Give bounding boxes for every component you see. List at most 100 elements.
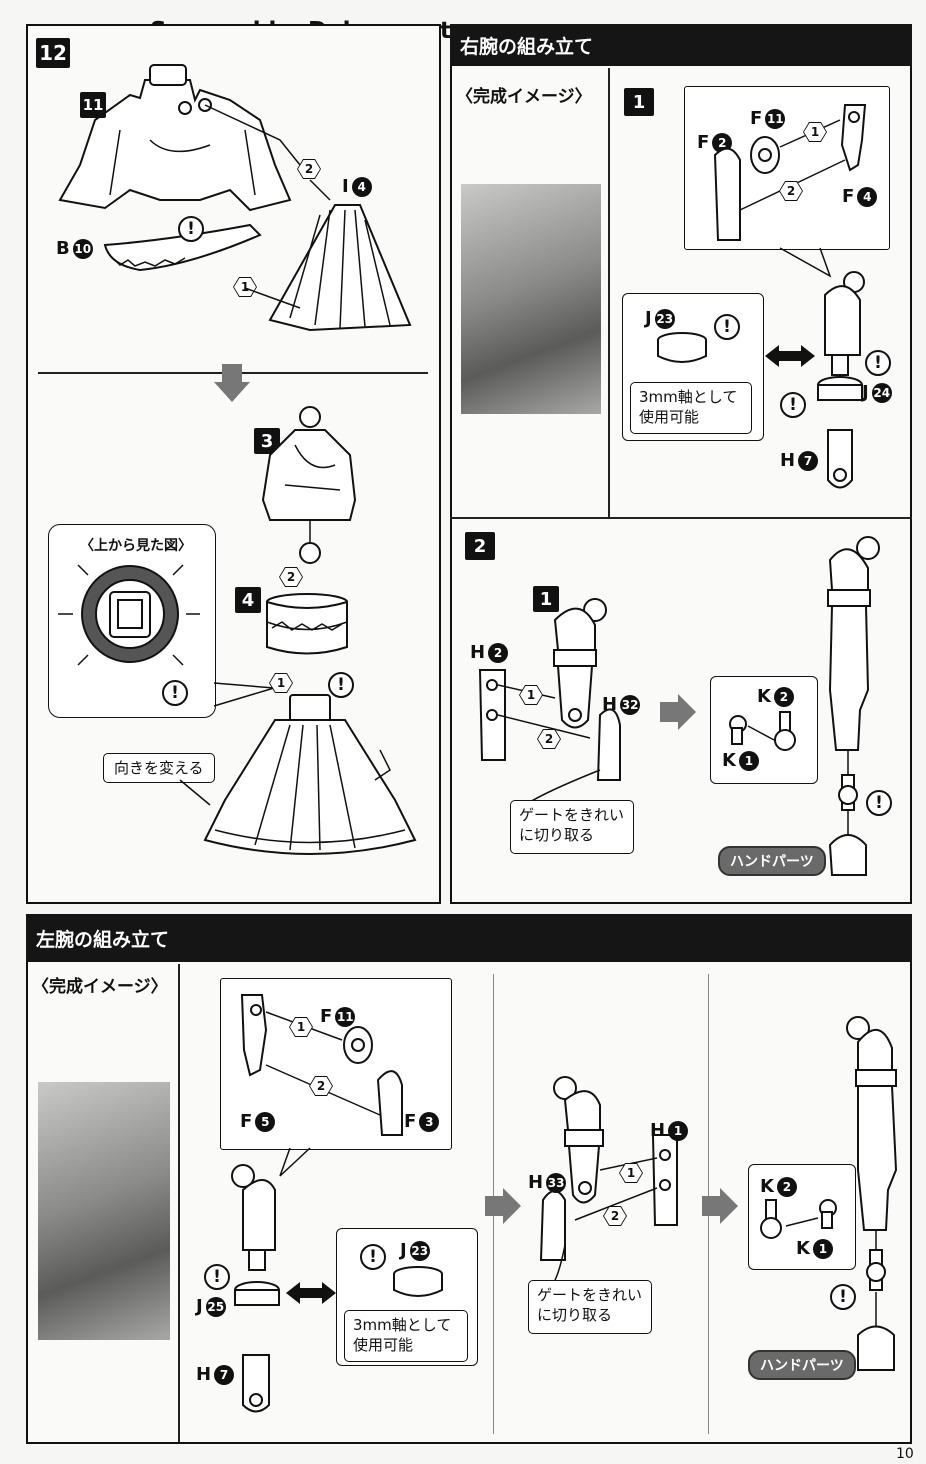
label-i4-num: 4 bbox=[351, 176, 372, 197]
horizontal-divider bbox=[450, 517, 912, 519]
label-k2-letter: K bbox=[757, 686, 771, 707]
hex-step-1: 1 bbox=[234, 278, 256, 296]
hex-step-1: 1 bbox=[804, 123, 826, 141]
change-direction-note: 向きを変える bbox=[103, 753, 215, 783]
label-f4: F 4 bbox=[842, 186, 878, 207]
label-f11: F 11 bbox=[320, 1006, 356, 1027]
label-j24: J 24 bbox=[862, 382, 892, 403]
label-h7-num: 7 bbox=[214, 1364, 235, 1385]
warning-icon: ! bbox=[866, 790, 892, 816]
label-j25-num: 25 bbox=[205, 1296, 226, 1317]
label-h33: H 33 bbox=[528, 1172, 567, 1193]
sash-illustration bbox=[266, 593, 348, 655]
hex-step-2: 2 bbox=[780, 182, 802, 200]
right-arm-complete-photo bbox=[461, 184, 601, 414]
right-arm-k-box bbox=[710, 676, 818, 784]
right-arm-complete-image-label: 〈完成イメージ〉 bbox=[456, 87, 592, 107]
label-j24-num: 24 bbox=[871, 382, 892, 403]
left-arm-gate-note: ゲートをきれい に切り取る bbox=[528, 1280, 652, 1334]
left-arm-hand-parts-tag: ハンドパーツ bbox=[748, 1350, 856, 1380]
note-line-2: 使用可能 bbox=[639, 408, 700, 426]
label-k2-letter: K bbox=[760, 1176, 774, 1197]
warning-icon: ! bbox=[865, 350, 891, 376]
gate-note-line-1: ゲートをきれい bbox=[537, 1286, 643, 1304]
ring-j23-illustration bbox=[657, 332, 707, 363]
label-i4: I 4 bbox=[342, 176, 372, 197]
note-line-2: 使用可能 bbox=[353, 1336, 414, 1354]
label-f2-num: 2 bbox=[712, 132, 733, 153]
label-f11-num: 11 bbox=[765, 108, 786, 129]
label-h2-letter: H bbox=[470, 642, 486, 663]
hex-step-1: 1 bbox=[620, 1164, 642, 1182]
vertical-divider bbox=[178, 964, 180, 1442]
hex-step-2: 2 bbox=[604, 1207, 626, 1225]
label-k2-num: 2 bbox=[776, 1176, 797, 1197]
hex-step-1: 1 bbox=[290, 1018, 312, 1036]
hex-step-1: 1 bbox=[270, 674, 292, 692]
label-f2-letter: F bbox=[697, 132, 710, 153]
warning-icon: ! bbox=[178, 216, 204, 242]
callout-pointer bbox=[279, 1147, 311, 1177]
note-pointer bbox=[179, 779, 211, 806]
note-line-1: 3mm軸として bbox=[639, 388, 738, 406]
right-arm-step2-badge: 2 bbox=[465, 532, 495, 560]
label-j23-num: 23 bbox=[409, 1240, 430, 1261]
gate-note-line-2: に切り取る bbox=[519, 826, 595, 844]
label-k1-letter: K bbox=[722, 750, 736, 771]
label-h7-letter: H bbox=[196, 1364, 212, 1385]
label-h1-letter: H bbox=[650, 1120, 666, 1141]
label-k2: K 2 bbox=[760, 1176, 797, 1197]
step12-number: 12 bbox=[36, 38, 70, 68]
label-f11-num: 11 bbox=[335, 1006, 356, 1027]
label-h7: H 7 bbox=[780, 450, 819, 471]
note-line-1: 3mm軸として bbox=[353, 1316, 452, 1334]
upper-arm-illustration bbox=[817, 271, 865, 489]
hex-step-2: 2 bbox=[298, 160, 320, 178]
warning-icon: ! bbox=[204, 1264, 230, 1290]
label-f11-letter: F bbox=[750, 108, 763, 129]
label-f5-num: 5 bbox=[255, 1111, 276, 1132]
label-h7: H 7 bbox=[196, 1364, 235, 1385]
label-b10-num: 10 bbox=[72, 238, 93, 259]
label-k1-num: 1 bbox=[812, 1238, 833, 1259]
down-arrow-icon bbox=[214, 364, 250, 402]
elbow-joint-illustration bbox=[713, 104, 867, 241]
label-b10: B 10 bbox=[56, 238, 93, 259]
label-k2-num: 2 bbox=[773, 686, 794, 707]
dress-body-illustration bbox=[58, 64, 292, 212]
label-h7-num: 7 bbox=[798, 450, 819, 471]
top-view-illustration bbox=[58, 564, 200, 666]
hex-step-1: 1 bbox=[520, 686, 542, 704]
gate-note-line-1: ゲートをきれい bbox=[519, 806, 625, 824]
left-arm-step2-illustration bbox=[539, 1076, 678, 1281]
label-h7-letter: H bbox=[780, 450, 796, 471]
right-arm-step1-badge: 1 bbox=[624, 88, 654, 116]
label-h33-num: 33 bbox=[546, 1172, 567, 1193]
label-j25: J 25 bbox=[196, 1296, 226, 1317]
left-arm-header: 左腕の組み立て bbox=[26, 914, 912, 962]
label-f11: F 11 bbox=[750, 108, 786, 129]
label-j23-letter: J bbox=[645, 308, 652, 329]
right-arm-3mm-note: 3mm軸として 使用可能 bbox=[630, 382, 752, 434]
label-f5: F 5 bbox=[240, 1111, 276, 1132]
right-arrow-icon bbox=[485, 1188, 521, 1224]
bodice-illustration bbox=[261, 406, 357, 564]
swap-arrow-icon bbox=[765, 345, 815, 367]
label-h32-num: 32 bbox=[620, 694, 641, 715]
label-i4-letter: I bbox=[342, 176, 349, 197]
right-arm-step2-illustration bbox=[478, 598, 621, 803]
hex-step-2: 2 bbox=[310, 1077, 332, 1095]
label-h1: H 1 bbox=[650, 1120, 689, 1141]
left-arm-full-illustration bbox=[846, 1016, 898, 1371]
hex-step-2: 2 bbox=[280, 568, 302, 586]
label-j23-num: 23 bbox=[654, 308, 675, 329]
label-f3-num: 3 bbox=[419, 1111, 440, 1132]
label-f5-letter: F bbox=[240, 1111, 253, 1132]
label-k1-num: 1 bbox=[738, 750, 759, 771]
k-parts-illustration bbox=[760, 1199, 837, 1239]
right-arm-gate-note: ゲートをきれい に切り取る bbox=[510, 800, 634, 854]
page-number: 10 bbox=[896, 1446, 914, 1462]
right-arm-header: 右腕の組み立て bbox=[450, 24, 912, 66]
left-arm-complete-photo bbox=[38, 1082, 170, 1340]
